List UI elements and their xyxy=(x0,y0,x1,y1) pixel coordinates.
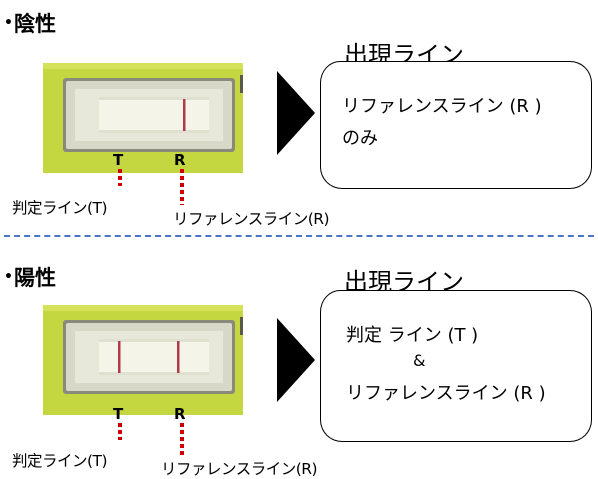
positive-bubble-line2: & xyxy=(413,351,426,370)
t-line-label: 判定ライン(T) xyxy=(12,452,108,470)
r-line-label: リファレンスライン(R) xyxy=(173,210,330,228)
positive-section-title: •陽性 xyxy=(4,262,56,292)
positive-test-device xyxy=(43,305,243,415)
section-divider xyxy=(4,235,594,237)
t-dotted-connector xyxy=(118,169,122,186)
negative-result-bubble: リファレンスライン (R ) のみ xyxy=(320,61,592,189)
test-cassette-image xyxy=(43,63,243,173)
r-dotted-connector xyxy=(180,423,184,457)
right-arrow-icon xyxy=(277,318,315,402)
t-marker: T xyxy=(113,405,124,423)
positive-title-text: 陽性 xyxy=(13,266,56,290)
r-line-label: リファレンスライン(R) xyxy=(161,460,318,478)
positive-bubble-line3: リファレンスライン (R ) xyxy=(346,383,546,404)
positive-bubble-line1: 判定 ライン (T ) xyxy=(346,325,479,346)
r-marker: R xyxy=(174,405,186,423)
r-dotted-connector xyxy=(180,169,184,205)
positive-result-bubble: 判定 ライン (T ) & リファレンスライン (R ) xyxy=(320,290,592,442)
t-marker: T xyxy=(113,151,124,169)
negative-bubble-line2: のみ xyxy=(342,128,378,149)
negative-bubble-line1: リファレンスライン (R ) xyxy=(342,96,542,117)
negative-title-text: 陰性 xyxy=(13,12,56,36)
bullet-dot: • xyxy=(4,269,13,285)
test-line-t xyxy=(118,341,121,373)
reference-line-r xyxy=(177,341,180,373)
test-cassette-image xyxy=(43,305,243,415)
negative-section-title: •陰性 xyxy=(4,8,56,38)
t-line-label: 判定ライン(T) xyxy=(12,199,108,217)
t-dotted-connector xyxy=(118,423,122,440)
negative-test-device xyxy=(43,63,243,173)
reference-line-r xyxy=(183,99,186,131)
bullet-dot: • xyxy=(4,15,13,31)
r-marker: R xyxy=(174,151,186,169)
right-arrow-icon xyxy=(277,71,315,155)
